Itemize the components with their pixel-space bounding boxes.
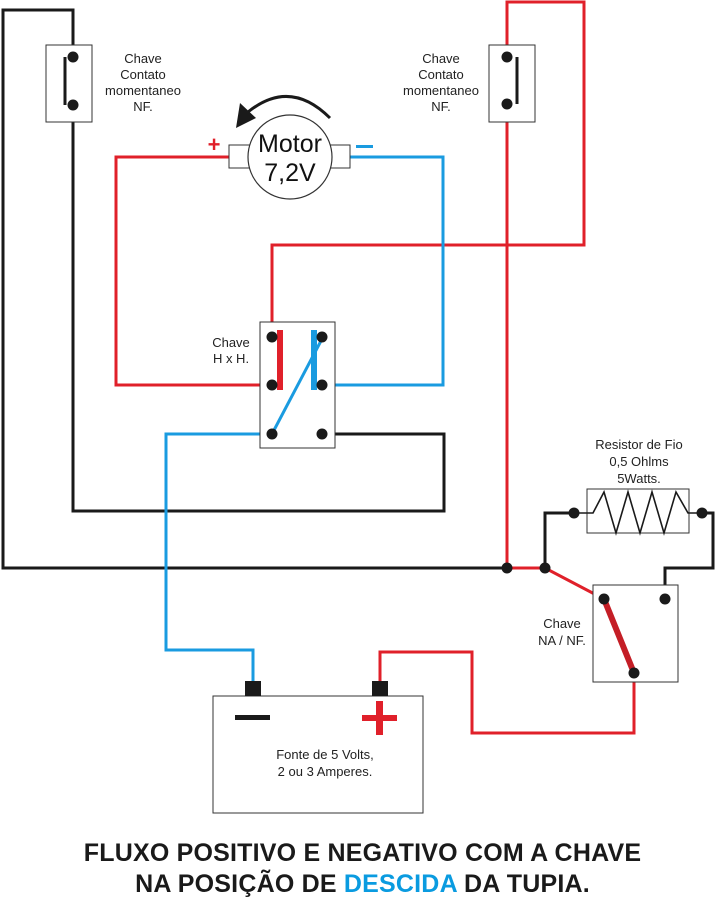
na-nf-lever xyxy=(601,596,637,676)
power-supply-line1: Fonte de 5 Volts, xyxy=(276,747,374,762)
wire-resistor xyxy=(568,488,708,536)
power-supply-line2: 2 ou 3 Amperes. xyxy=(278,764,373,779)
svg-text:Chave: Chave xyxy=(124,51,162,66)
battery-negative-terminal xyxy=(245,681,261,696)
rotation-arrow-icon xyxy=(236,94,332,128)
svg-text:5Watts.: 5Watts. xyxy=(617,471,661,486)
hh-switch xyxy=(259,321,336,449)
resistor-label: Resistor de Fio 0,5 Ohlms 5Watts. xyxy=(595,437,682,486)
motor-minus-sign xyxy=(356,145,373,148)
wire-red-top-loop xyxy=(270,0,586,337)
blue-wires xyxy=(164,155,445,683)
junction-dots xyxy=(501,562,551,574)
svg-text:momentaneo: momentaneo xyxy=(105,83,181,98)
diagram-caption: FLUXO POSITIVO E NEGATIVO COM A CHAVE NA… xyxy=(0,838,725,900)
wire-black-resistor-left xyxy=(543,511,574,568)
left-switch-label: Chave Contato momentaneo NF. xyxy=(105,51,181,114)
wire-black-resistor-right xyxy=(663,511,715,599)
svg-text:NA / NF.: NA / NF. xyxy=(538,633,586,648)
svg-text:Chave: Chave xyxy=(543,616,581,631)
svg-text:Chave: Chave xyxy=(212,335,250,350)
motor: Motor 7,2V xyxy=(228,114,351,200)
svg-text:momentaneo: momentaneo xyxy=(403,83,479,98)
hh-switch-label: Chave H x H. xyxy=(212,335,250,366)
battery-positive-terminal xyxy=(372,681,388,696)
svg-text:Contato: Contato xyxy=(120,67,166,82)
motor-plus-sign: + xyxy=(208,132,221,157)
wire-blue-battery-minus xyxy=(164,432,272,683)
caption-line1: FLUXO POSITIVO E NEGATIVO COM A CHAVE xyxy=(83,839,642,867)
svg-text:NF.: NF. xyxy=(133,99,153,114)
hh-contact-red xyxy=(277,330,283,390)
svg-text:H x H.: H x H. xyxy=(213,351,249,366)
battery-plus-sign xyxy=(362,701,397,735)
svg-text:NF.: NF. xyxy=(431,99,451,114)
battery-minus-sign xyxy=(235,715,270,720)
right-switch-label: Chave Contato momentaneo NF. xyxy=(403,51,479,114)
na-nf-switch xyxy=(592,584,679,683)
motor-label: Motor xyxy=(258,130,322,158)
caption-line2: NA POSIÇÃO DE DESCIDA DA TUPIA. xyxy=(135,870,590,898)
left-momentary-switch xyxy=(45,44,93,123)
right-momentary-switch xyxy=(488,44,536,123)
svg-text:Resistor de Fio: Resistor de Fio xyxy=(595,437,682,452)
motor-voltage: 7,2V xyxy=(264,159,316,187)
svg-text:Chave: Chave xyxy=(422,51,460,66)
wire-black-left-switch-down xyxy=(71,105,446,513)
wire-red-right-switch-down xyxy=(505,104,605,601)
red-wires xyxy=(114,0,636,735)
na-nf-switch-label: Chave NA / NF. xyxy=(538,616,586,648)
wire-black-outer-loop xyxy=(1,8,545,570)
wire-blue-motor-minus xyxy=(322,155,445,387)
wire-red-motor-plus xyxy=(114,155,272,387)
svg-text:0,5 Ohlms: 0,5 Ohlms xyxy=(609,454,669,469)
power-supply: Fonte de 5 Volts, 2 ou 3 Amperes. xyxy=(212,681,424,814)
black-wires xyxy=(1,8,715,599)
caption-highlight: DESCIDA xyxy=(343,870,457,898)
hh-blade-1 xyxy=(270,336,325,435)
hh-contact-blue xyxy=(311,330,317,390)
wire-red-battery-plus xyxy=(378,650,636,735)
svg-text:Contato: Contato xyxy=(418,67,464,82)
